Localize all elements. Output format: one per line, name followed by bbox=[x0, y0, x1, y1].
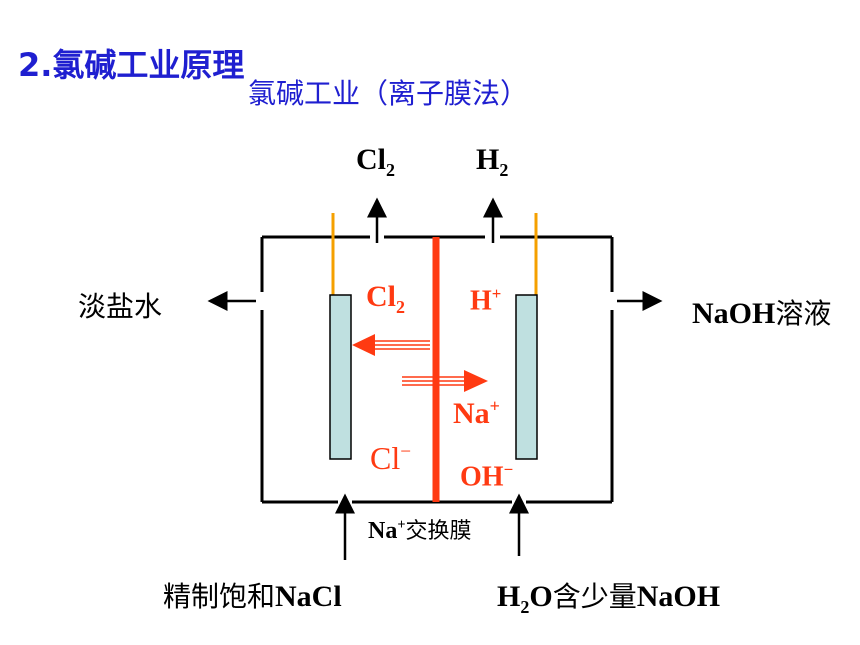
na-rightward-arrow bbox=[402, 370, 488, 392]
h2-gas-label: H2 bbox=[476, 143, 509, 180]
water-inlet-label: H2O含少量NaOH bbox=[497, 580, 721, 617]
section-title: 2.氯碱工业原理 bbox=[18, 46, 245, 84]
cl2-ion-label: Cl2 bbox=[366, 280, 405, 317]
naoh-solution-label: NaOH溶液 bbox=[692, 297, 832, 330]
cell-container bbox=[260, 235, 614, 504]
nacl-inlet-label: 精制饱和NaCl bbox=[163, 580, 342, 613]
cl-minus-ion-label: Cl− bbox=[370, 440, 412, 476]
diagram-subtitle: 氯碱工业（离子膜法） bbox=[248, 77, 529, 110]
membrane-label: Na+交换膜 bbox=[368, 517, 472, 544]
h-plus-ion-label: H+ bbox=[470, 284, 502, 317]
cathode-electrode bbox=[515, 294, 538, 460]
cl2-gas-label: Cl2 bbox=[356, 143, 395, 180]
oh-minus-ion-label: OH− bbox=[460, 460, 514, 493]
cl2-leftward-arrow bbox=[352, 334, 430, 356]
dilute-brine-label: 淡盐水 bbox=[78, 290, 163, 323]
na-plus-ion-label: Na+ bbox=[453, 396, 500, 430]
anode-electrode bbox=[329, 294, 352, 460]
